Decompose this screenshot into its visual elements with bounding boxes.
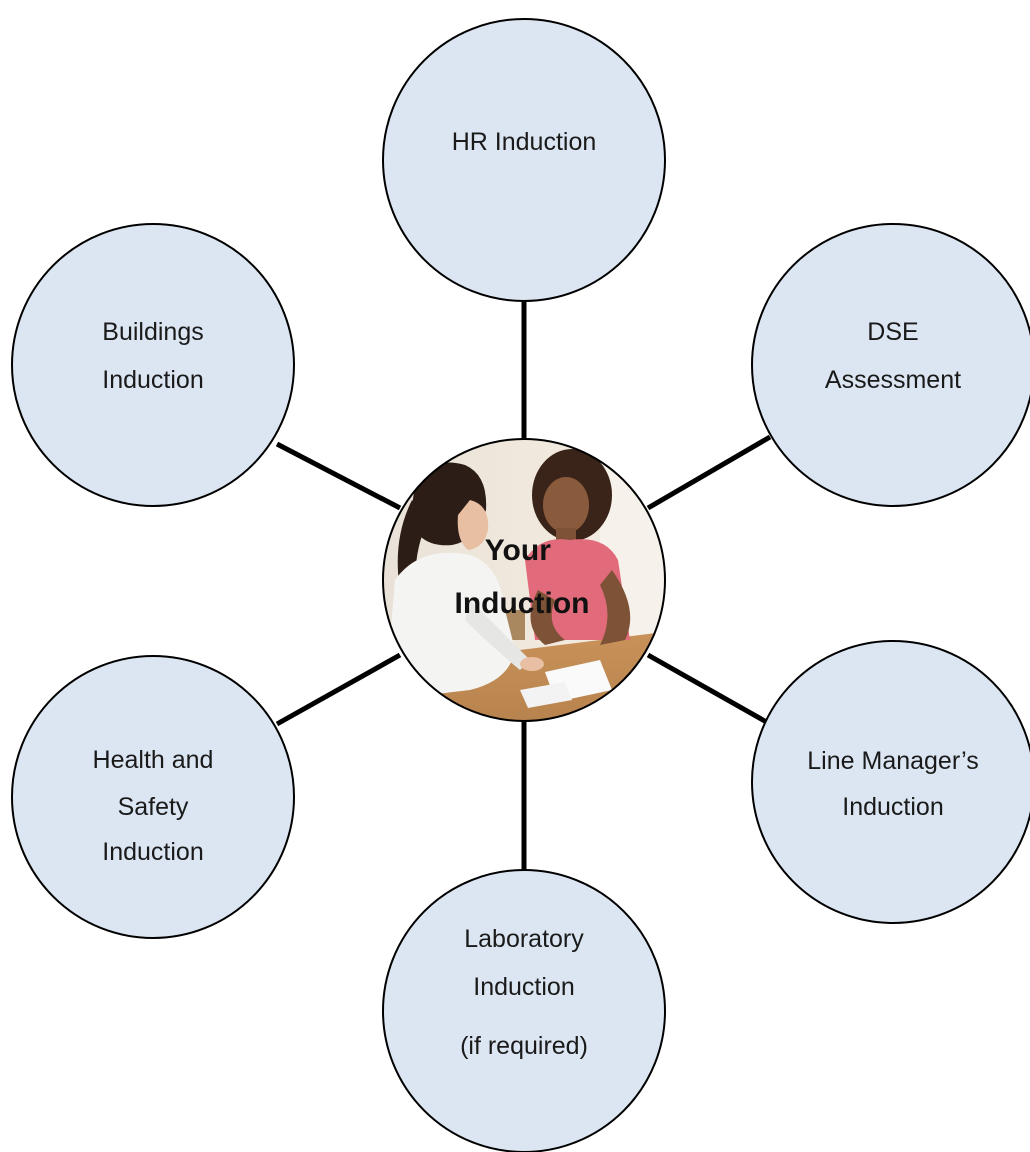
center-node-outline [382, 438, 666, 722]
connector-buildings [275, 441, 402, 511]
node-label-line: DSE [867, 318, 918, 346]
connector-lines [275, 301, 772, 870]
node-circle-dse [751, 223, 1030, 507]
node-circle-line-manager [751, 640, 1030, 924]
node-label-line: Assessment [825, 366, 961, 394]
node-label-line: Buildings [102, 318, 203, 346]
center-label-line: Induction [455, 587, 590, 620]
node-label-line: HR Induction [452, 128, 597, 156]
connector-dse [646, 434, 772, 511]
node-label-hr: HR Induction [452, 128, 597, 156]
center-node: Your Induction [382, 438, 666, 722]
node-label-line: Induction [102, 838, 203, 866]
node-hr: HR Induction [382, 18, 666, 302]
center-label: Your Induction [455, 534, 590, 620]
node-circle-buildings [11, 223, 295, 507]
connector-line-manager [646, 652, 772, 727]
node-label-line: (if required) [460, 1032, 588, 1060]
node-label-line: Laboratory [464, 925, 584, 953]
node-label-dse: DSE Assessment [825, 318, 961, 394]
node-label-line: Induction [842, 793, 943, 821]
node-circle-health-safety [11, 655, 295, 939]
node-label-line: Induction [473, 973, 574, 1001]
node-label-line: Safety [118, 793, 189, 821]
node-dse: DSE Assessment [751, 223, 1030, 507]
node-circle-hr [382, 18, 666, 302]
node-circle-laboratory [382, 869, 666, 1152]
connector-health-safety [275, 652, 402, 727]
node-label-line: Line Manager’s [807, 747, 978, 775]
node-label-line: Health and [93, 746, 214, 774]
center-label-line: Your [485, 534, 551, 567]
node-label-line: Induction [102, 366, 203, 394]
